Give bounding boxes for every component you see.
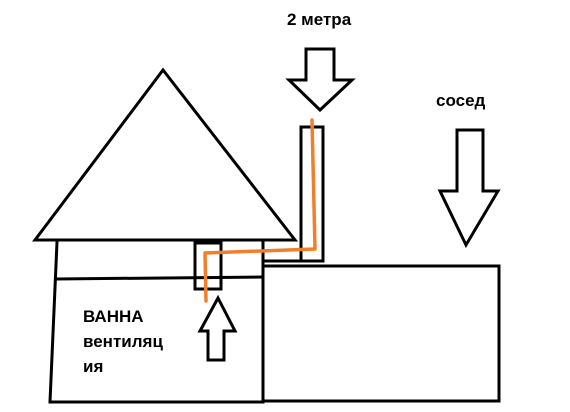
ventilation-label-line1: вентиляц — [83, 332, 163, 351]
house-wall-left — [48, 240, 59, 404]
arrow-down-icon — [285, 47, 356, 113]
bathroom-label: ВАННА — [83, 307, 144, 326]
vent-box — [193, 241, 223, 291]
house-attic-divider — [55, 275, 265, 281]
height-label: 2 метра — [287, 10, 352, 29]
ventilation-label-line2: ия — [83, 357, 104, 376]
vent-duct-line — [203, 118, 317, 303]
house-roof — [31, 67, 299, 242]
neighbor-label: сосед — [436, 91, 486, 110]
arrow-down-icon-neighbor — [437, 128, 501, 249]
arrow-up-icon — [197, 294, 238, 362]
neighbor-building — [261, 264, 501, 403]
